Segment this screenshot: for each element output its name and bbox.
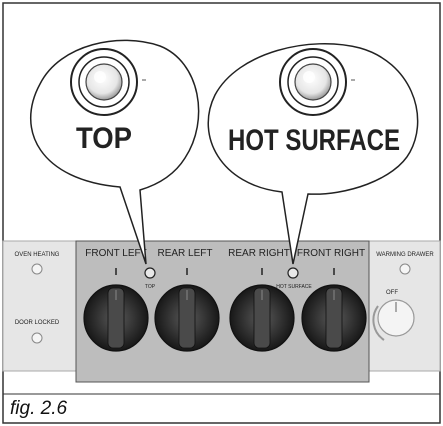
warming-drawer-section: WARMING DRAWER OFF	[372, 252, 434, 341]
warming-off-label: OFF	[386, 290, 398, 296]
rear-left-label: REAR LEFT	[157, 248, 212, 259]
top-lamp-icon	[70, 48, 146, 116]
front-right-label: FRONT RIGHT	[297, 248, 365, 259]
top-indicator-light	[144, 267, 156, 279]
rear-left-knob[interactable]	[154, 284, 220, 352]
oven-heating-label: OVEN HEATING	[15, 252, 60, 258]
front-left-knob[interactable]	[83, 284, 149, 352]
warming-drawer-label: WARMING DRAWER	[376, 252, 434, 258]
rear-right-label: REAR RIGHT	[228, 248, 290, 259]
warming-drawer-knob[interactable]	[377, 299, 415, 337]
front-left-label: FRONT LEFT	[85, 248, 146, 259]
callout-hot-surface	[207, 42, 419, 265]
hot-surface-callout-label: HOT SURFACE	[228, 124, 400, 157]
hot-surface-indicator-light	[287, 267, 299, 279]
knob-tick-marks	[115, 268, 335, 275]
hot-surface-lamp-icon	[279, 48, 355, 116]
front-right-knob[interactable]	[301, 284, 367, 352]
top-callout-label: TOP	[76, 122, 132, 155]
door-locked-label: DOOR LOCKED	[15, 320, 60, 326]
door-locked-light	[31, 332, 43, 344]
rear-right-knob[interactable]	[229, 284, 295, 352]
oven-heating-light	[31, 263, 43, 275]
figure-caption: fig. 2.6	[10, 398, 68, 419]
warming-drawer-light	[399, 263, 411, 275]
left-indicators: OVEN HEATING DOOR LOCKED	[15, 252, 60, 344]
callout-top	[30, 39, 200, 265]
warming-dial-arc	[372, 305, 385, 341]
hot-surface-indicator-label: HOT SURFACE	[276, 284, 312, 290]
top-indicator-label: TOP	[145, 284, 156, 290]
